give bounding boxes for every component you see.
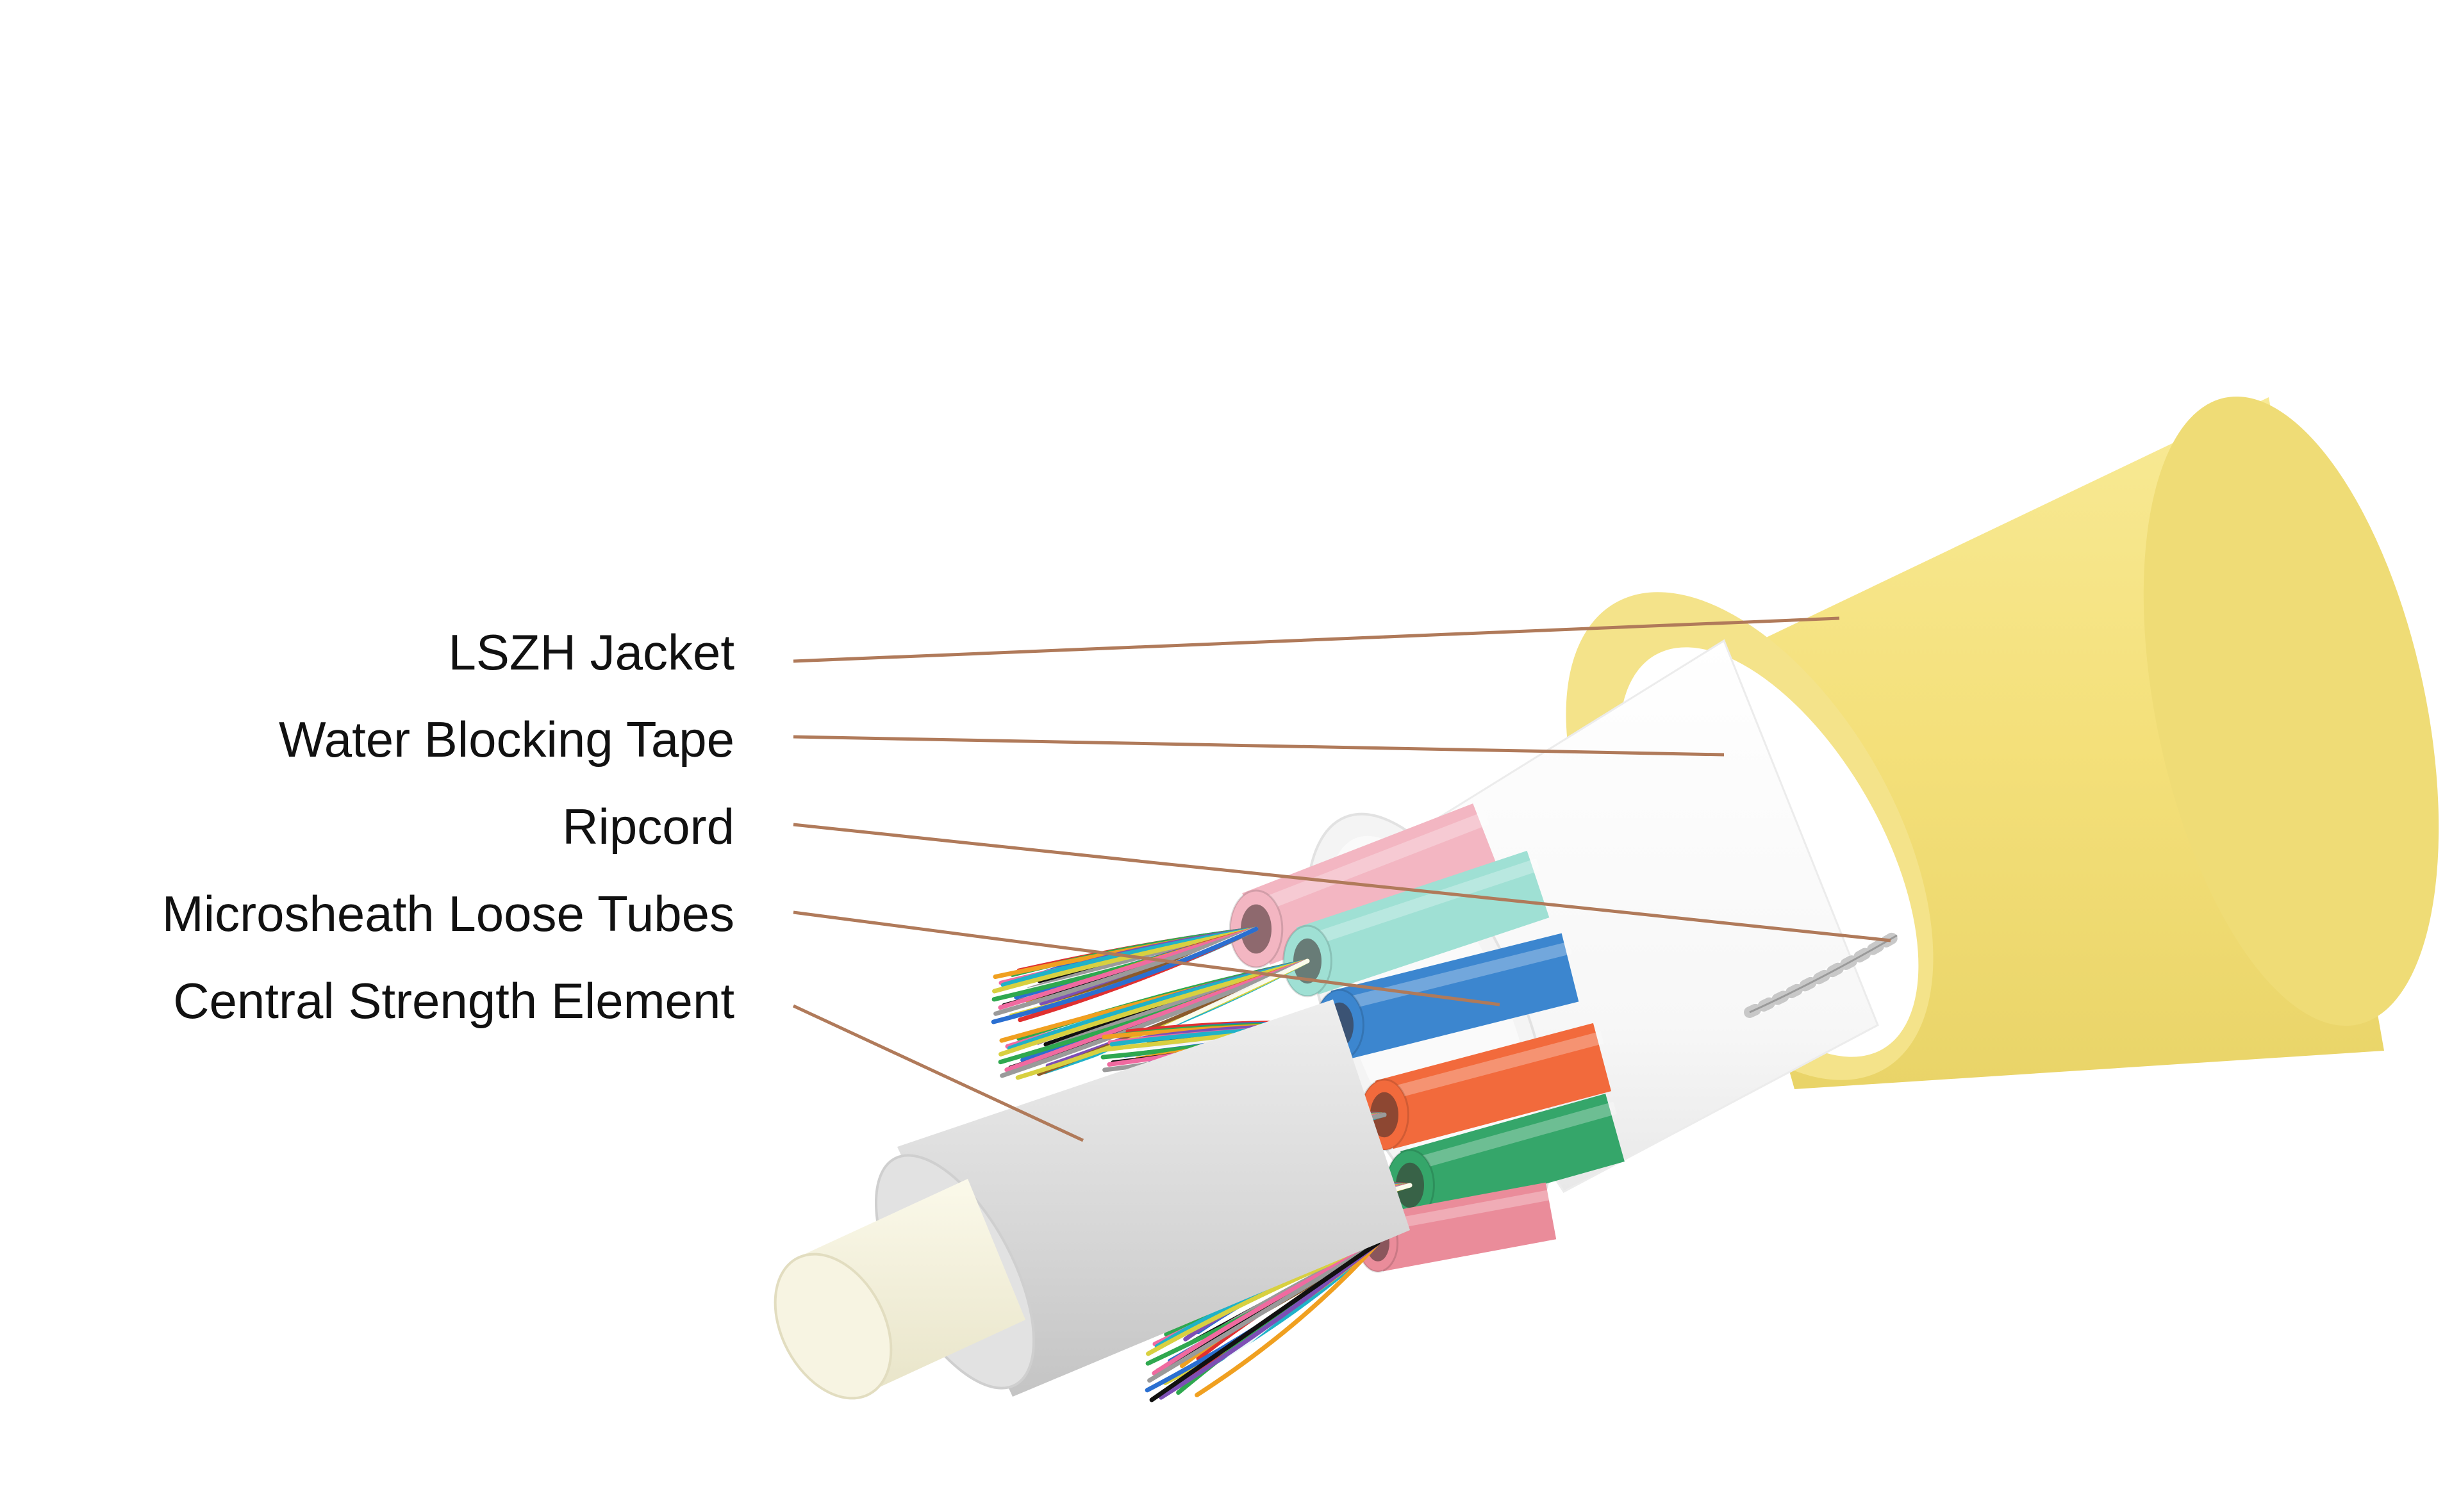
leader-line — [793, 910, 1500, 1007]
fiber — [1048, 958, 1310, 1082]
leader-lines — [792, 616, 1891, 1142]
tube-highlight — [1254, 811, 1489, 914]
fiber — [993, 926, 1259, 1016]
fiber — [1149, 1240, 1380, 1402]
ripcord — [1744, 930, 1903, 1018]
loose-tube — [1296, 850, 1550, 995]
tube-highlight — [1408, 1101, 1617, 1172]
loose-tube — [1400, 1094, 1625, 1219]
central-strength-element — [774, 999, 1410, 1400]
leader-line — [793, 823, 1891, 942]
label-lszh-jacket: LSZH Jacket — [448, 624, 734, 680]
tube-highlight — [1305, 858, 1541, 948]
leader-line — [792, 1004, 1084, 1142]
fiber — [1195, 1240, 1380, 1397]
tube-highlight — [1382, 1031, 1604, 1101]
tube-highlight — [1338, 941, 1572, 1012]
label-water-blocking-tape: Water Blocking Tape — [278, 711, 734, 768]
leader-line — [793, 616, 1840, 663]
loose-tube — [1372, 1182, 1557, 1272]
loose-tube — [1330, 933, 1579, 1060]
label-central-strength-element: Central Strength Element — [173, 973, 734, 1029]
fiber — [1147, 1240, 1380, 1383]
fiber — [991, 926, 1259, 1024]
leader-line — [793, 735, 1725, 757]
loose-tube — [1375, 1023, 1612, 1149]
label-microsheath-loose-tubes: Microsheath Loose Tubes — [162, 885, 734, 942]
fiber — [992, 926, 1259, 994]
label-ripcord: Ripcord — [562, 798, 734, 855]
fiber — [1000, 958, 1310, 1078]
